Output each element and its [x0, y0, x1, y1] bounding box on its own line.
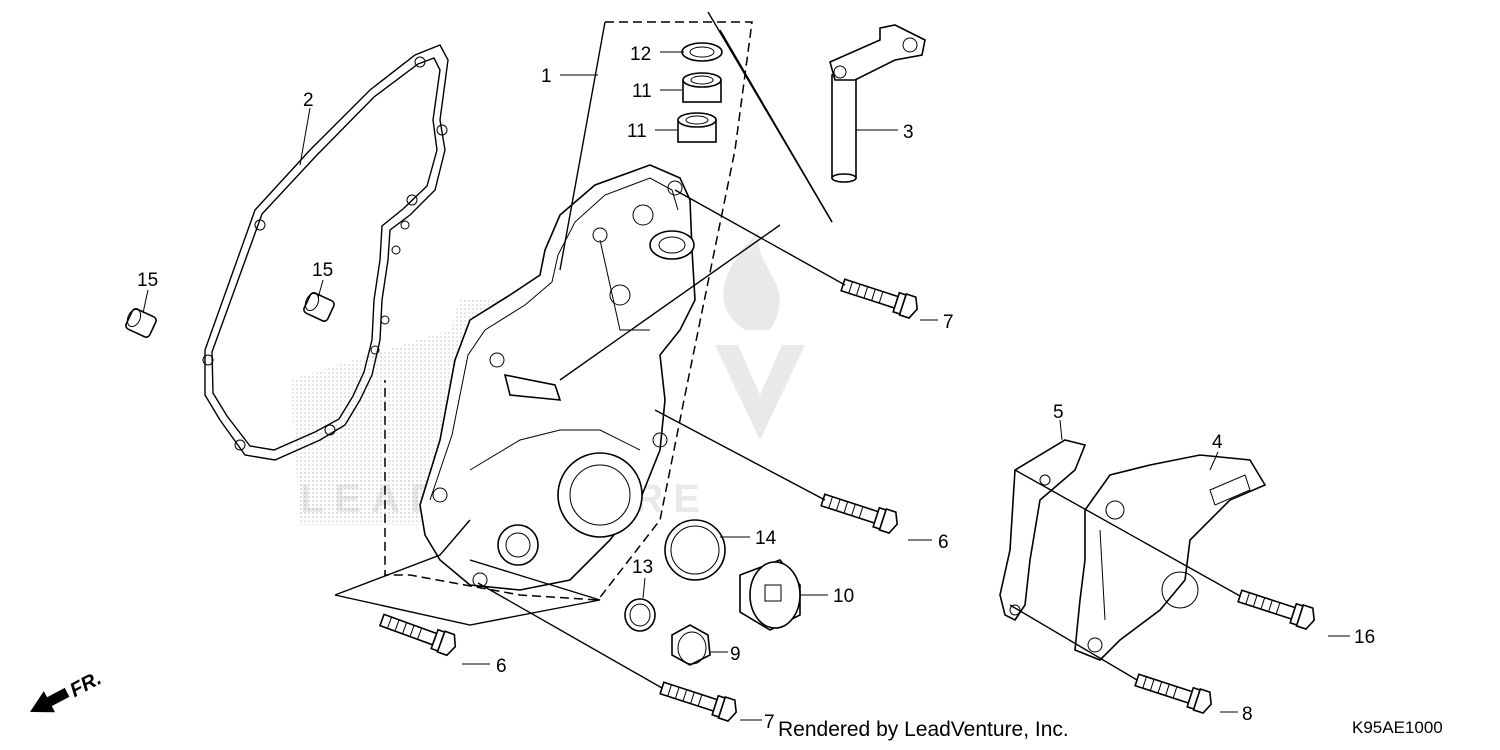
- callout-15-right: 15: [312, 260, 333, 281]
- part-bolt-8: [1132, 668, 1216, 716]
- part-bolt-6-upper: [818, 488, 902, 536]
- part-dowel-pin-right: [303, 292, 335, 322]
- part-drain-plug: [671, 624, 711, 666]
- callout-10: 10: [833, 586, 854, 607]
- callout-3: 3: [903, 122, 914, 143]
- callout-6-lower: 6: [496, 656, 507, 677]
- callout-5: 5: [1053, 402, 1064, 423]
- callout-7-upper: 7: [943, 312, 954, 333]
- callout-4: 4: [1212, 432, 1223, 453]
- callout-11-upper: 11: [632, 81, 652, 102]
- callout-7-lower: 7: [764, 712, 775, 733]
- callout-8: 8: [1242, 704, 1253, 725]
- callout-13: 13: [632, 557, 653, 578]
- part-gasket: [202, 44, 449, 461]
- part-bolt-6-lower: [377, 608, 460, 658]
- part-left-crankcase-cover: [419, 164, 696, 591]
- callout-6-upper: 6: [938, 532, 949, 553]
- callout-14: 14: [755, 528, 777, 549]
- callout-16: 16: [1354, 627, 1375, 648]
- callout-1: 1: [541, 66, 552, 87]
- callout-15-left: 15: [137, 270, 158, 291]
- callout-12: 12: [630, 44, 651, 65]
- part-o-ring: [664, 519, 726, 581]
- part-bolt-7-lower: [657, 676, 741, 724]
- front-direction-label: FR.: [66, 667, 105, 702]
- part-washer: [624, 598, 656, 632]
- part-bolt-16: [1235, 584, 1319, 632]
- diagram-code: K95AE1000: [1352, 718, 1443, 737]
- part-bearing-upper: [682, 72, 722, 103]
- front-direction-arrow: FR.: [30, 667, 105, 713]
- part-plate-gasket: [999, 439, 1087, 622]
- part-cap-plug: [739, 559, 801, 631]
- callout-2: 2: [303, 90, 314, 111]
- callouts: 1 2 3 4 5 6 6 7 7 8 9 10 11 11 12 13 14 …: [137, 44, 1375, 733]
- part-shaft: [829, 24, 926, 183]
- part-oil-seal: [681, 42, 723, 62]
- callout-9: 9: [730, 644, 741, 665]
- callout-11-lower: 11: [627, 121, 647, 142]
- part-bearing-lower: [677, 112, 717, 143]
- part-bolt-7-upper: [838, 273, 922, 321]
- credit-text: Rendered by LeadVenture, Inc.: [778, 718, 1069, 741]
- part-dowel-pin-left: [125, 308, 157, 338]
- assembly-lines: [334, 11, 1241, 689]
- leader-lines: [142, 51, 1350, 721]
